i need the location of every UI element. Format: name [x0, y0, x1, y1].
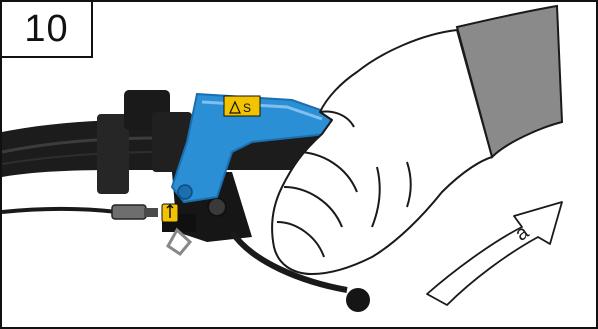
- direction-arrow-icon: a: [427, 202, 562, 305]
- warning-label-text: S: [243, 101, 251, 115]
- step-number-box: 10: [2, 2, 93, 58]
- control-cable: [2, 205, 158, 219]
- step-number: 10: [24, 8, 68, 51]
- warning-label: S: [224, 96, 260, 116]
- gloved-hand: [272, 30, 492, 274]
